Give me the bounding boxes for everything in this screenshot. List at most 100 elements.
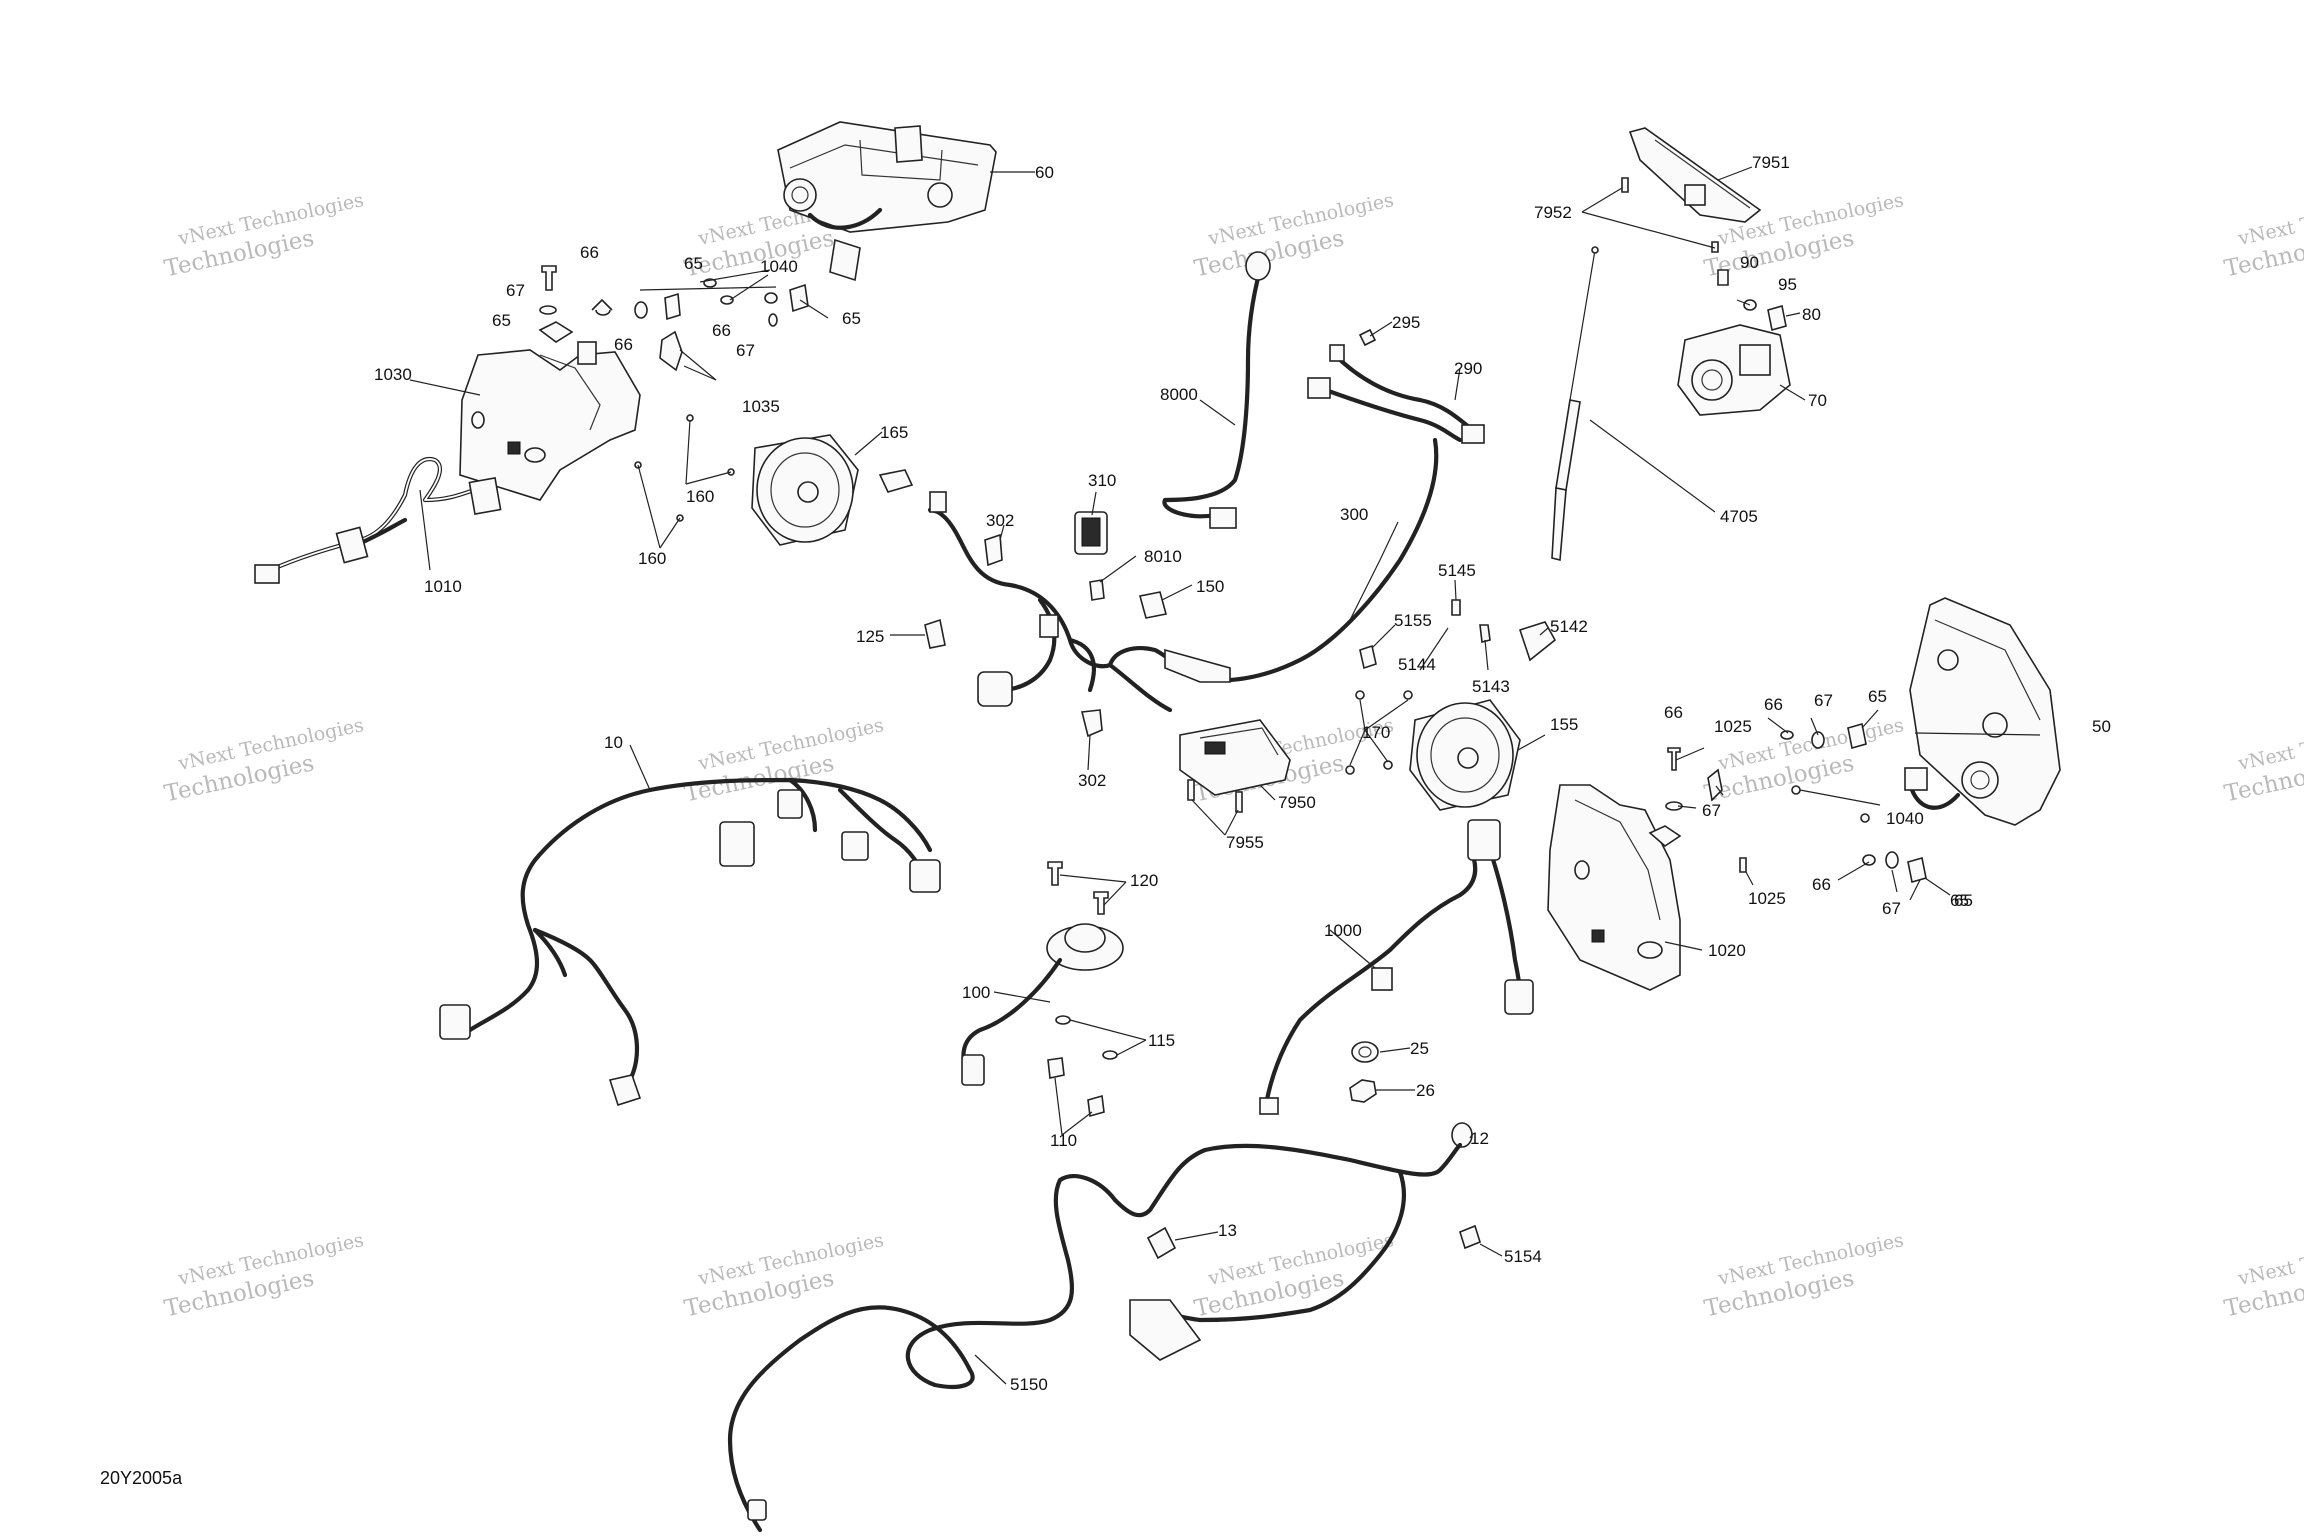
harness-5150 xyxy=(727,1142,1463,1533)
callout: 50 xyxy=(2092,717,2111,736)
fasteners-top-left xyxy=(538,265,809,522)
callout: 65 xyxy=(1950,891,1969,910)
callout: 5154 xyxy=(1504,1247,1542,1266)
callout: 95 xyxy=(1778,275,1797,294)
callout: 25 xyxy=(1410,1039,1429,1058)
small-parts-51xx xyxy=(1359,599,1557,671)
harness-10 xyxy=(439,777,941,1107)
watermark: vNext Technologies Technologies xyxy=(2222,189,2304,282)
callout: 1040 xyxy=(1886,809,1924,828)
callout: 165 xyxy=(880,423,908,442)
callout: 155 xyxy=(1550,715,1578,734)
side-panel-left xyxy=(459,341,641,501)
callout: 90 xyxy=(1740,253,1759,272)
switch-310 xyxy=(1074,511,1108,555)
connector-5154 xyxy=(1459,1224,1481,1250)
callout: 295 xyxy=(1392,313,1420,332)
part-8010 xyxy=(1089,579,1105,601)
callout: 1030 xyxy=(374,365,412,384)
callout: 7955 xyxy=(1226,833,1264,852)
callout: 115 xyxy=(1148,1031,1175,1050)
callout: 4705 xyxy=(1720,507,1758,526)
cable-8000 xyxy=(1162,251,1271,529)
callout: 7950 xyxy=(1278,793,1316,812)
callout: 67 xyxy=(736,341,755,360)
callout: 5155 xyxy=(1394,611,1432,630)
harness-300 xyxy=(878,437,1439,713)
callout: 12 xyxy=(1470,1129,1489,1148)
callout: 1040 xyxy=(760,257,798,276)
speaker-left xyxy=(751,434,859,546)
callout: 1025 xyxy=(1748,889,1786,908)
part-150 xyxy=(1139,591,1167,619)
callout: 8010 xyxy=(1144,547,1182,566)
buzzer-100 xyxy=(961,923,1124,1086)
callout: 66 xyxy=(1664,703,1683,722)
callout: 66 xyxy=(712,321,731,340)
grommet-25 xyxy=(1351,1041,1379,1063)
callout: 160 xyxy=(638,549,666,568)
callout: 66 xyxy=(1764,695,1783,714)
callout: 302 xyxy=(1078,771,1106,790)
callout: 13 xyxy=(1218,1221,1237,1240)
callout: 60 xyxy=(1035,163,1054,182)
callout: 67 xyxy=(1882,899,1901,918)
fasteners-right xyxy=(1648,722,1927,884)
watermark: vNext Technologies Technologies xyxy=(2222,714,2304,807)
callout: 7952 xyxy=(1534,203,1572,222)
watermark: vNext Technologies Technologies xyxy=(1192,189,1396,282)
screws-7952 xyxy=(1621,177,1719,253)
harness-1000 xyxy=(1259,819,1534,1115)
callout: 8000 xyxy=(1160,385,1198,404)
antenna-4705 xyxy=(1551,246,1599,562)
callout: 302 xyxy=(986,511,1014,530)
clip-13 xyxy=(1146,1226,1177,1260)
callout: 5144 xyxy=(1398,655,1436,674)
watermark: vNext Technologies Technologies xyxy=(162,714,366,807)
callout: 67 xyxy=(1814,691,1833,710)
callout: 1000 xyxy=(1324,921,1362,940)
callout: 290 xyxy=(1454,359,1482,378)
tail-lamp-7951 xyxy=(1628,127,1762,223)
watermark: vNext Technologies Technologies xyxy=(2222,1229,2304,1322)
watermark: vNext Technologies Technologies xyxy=(162,1229,366,1322)
clip-302-lower xyxy=(1081,709,1103,738)
callout: 110 xyxy=(1050,1131,1077,1150)
callout: 66 xyxy=(614,335,633,354)
callout: 5143 xyxy=(1472,677,1510,696)
callout: 125 xyxy=(856,627,884,646)
callout: 10 xyxy=(604,733,623,752)
callout: 1025 xyxy=(1714,717,1752,736)
module-7950 xyxy=(1179,719,1291,796)
headlight-right xyxy=(1904,597,2061,826)
callout: 67 xyxy=(506,281,525,300)
callout: 310 xyxy=(1088,471,1116,490)
callout: 65 xyxy=(842,309,861,328)
callout: 26 xyxy=(1416,1081,1435,1100)
harness-290 xyxy=(1307,328,1485,444)
callout: 65 xyxy=(1868,687,1887,706)
fasteners-90-95-80 xyxy=(1717,269,1787,332)
fasteners-110-115 xyxy=(1047,1015,1118,1118)
callout: 1035 xyxy=(742,397,780,416)
clip-12 xyxy=(1451,1122,1473,1148)
watermark: vNext Technologies Technologies xyxy=(1192,1229,1396,1322)
watermark: vNext Technologies Technologies xyxy=(162,189,366,282)
callout: 1010 xyxy=(424,577,462,596)
side-panel-right xyxy=(1547,784,1681,991)
callout: 160 xyxy=(686,487,714,506)
speaker-right xyxy=(1409,699,1521,811)
screws-7955 xyxy=(1187,779,1243,813)
callout: 300 xyxy=(1340,505,1368,524)
callout: 5142 xyxy=(1550,617,1588,636)
callout: 65 xyxy=(684,254,703,273)
callout: 5145 xyxy=(1438,561,1476,580)
lamp-70 xyxy=(1677,324,1791,416)
watermark: vNext Technologies Technologies xyxy=(1702,1229,1906,1322)
callout: 65 xyxy=(492,311,511,330)
callout: 1020 xyxy=(1708,941,1746,960)
callout: 5150 xyxy=(1010,1375,1048,1394)
callout: 120 xyxy=(1130,871,1158,890)
callout-labels: 60 66 67 65 1040 66 67 65 1030 65 66 103… xyxy=(374,153,2111,1394)
